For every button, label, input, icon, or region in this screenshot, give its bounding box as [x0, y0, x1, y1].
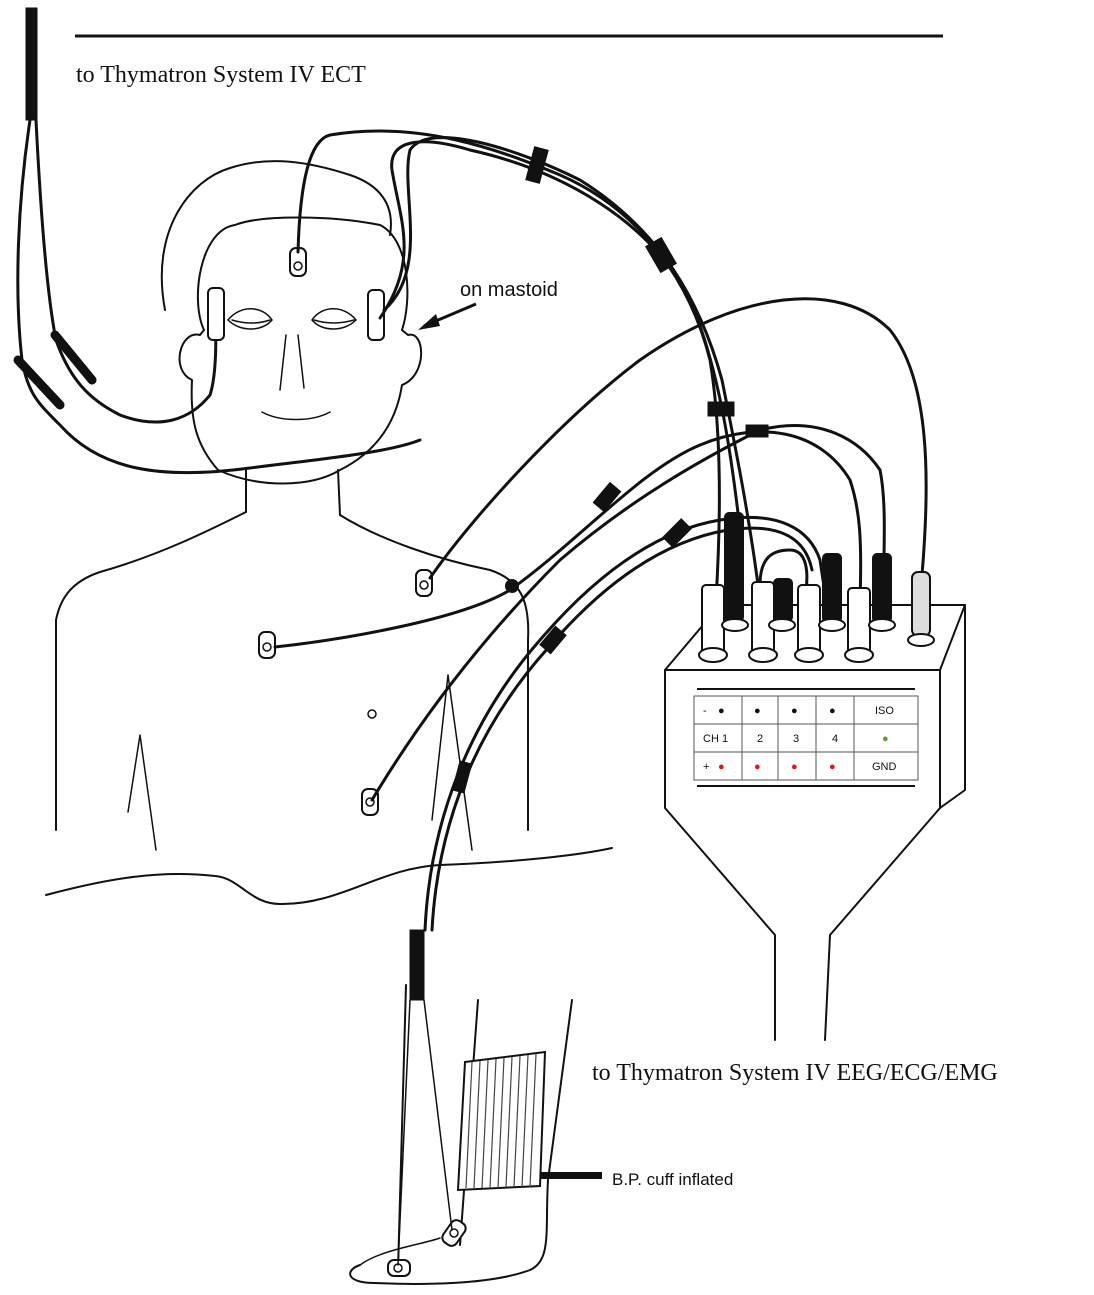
grid-neg-sign: - [703, 705, 707, 717]
connector-grid: - ● ● ● ● ISO CH 1 2 3 4 ● + ● ● ● ● GND [703, 705, 897, 773]
grid-neg-ch2: ● [754, 705, 761, 717]
grid-pos-sign: + [703, 761, 709, 773]
connector-box [665, 512, 965, 1040]
plug-row [699, 512, 934, 662]
grid-pos-ch4: ● [829, 761, 836, 773]
patient-leg [350, 930, 602, 1284]
grid-gnd-label: GND [872, 761, 897, 773]
grid-ch1-label: CH 1 [703, 733, 728, 745]
eeg-output-label: to Thymatron System IV EEG/ECG/EMG [592, 1060, 998, 1086]
mastoid-arrow [418, 304, 476, 330]
patient-torso [46, 512, 612, 904]
grid-ch4-label: 4 [832, 733, 838, 745]
grid-neg-ch1: ● [718, 705, 725, 717]
grid-neg-ch4: ● [829, 705, 836, 717]
bp-cuff-label: B.P. cuff inflated [612, 1170, 733, 1189]
grid-iso-dot: ● [882, 733, 889, 745]
grid-neg-ch3: ● [791, 705, 798, 717]
grid-pos-ch3: ● [791, 761, 798, 773]
grid-ch3-label: 3 [793, 733, 799, 745]
grid-pos-ch1: ● [718, 761, 725, 773]
grid-iso-label: ISO [875, 705, 894, 717]
grid-ch2-label: 2 [757, 733, 763, 745]
grid-pos-ch2: ● [754, 761, 761, 773]
ect-output-label: to Thymatron System IV ECT [76, 62, 366, 88]
mastoid-label: on mastoid [460, 279, 558, 301]
